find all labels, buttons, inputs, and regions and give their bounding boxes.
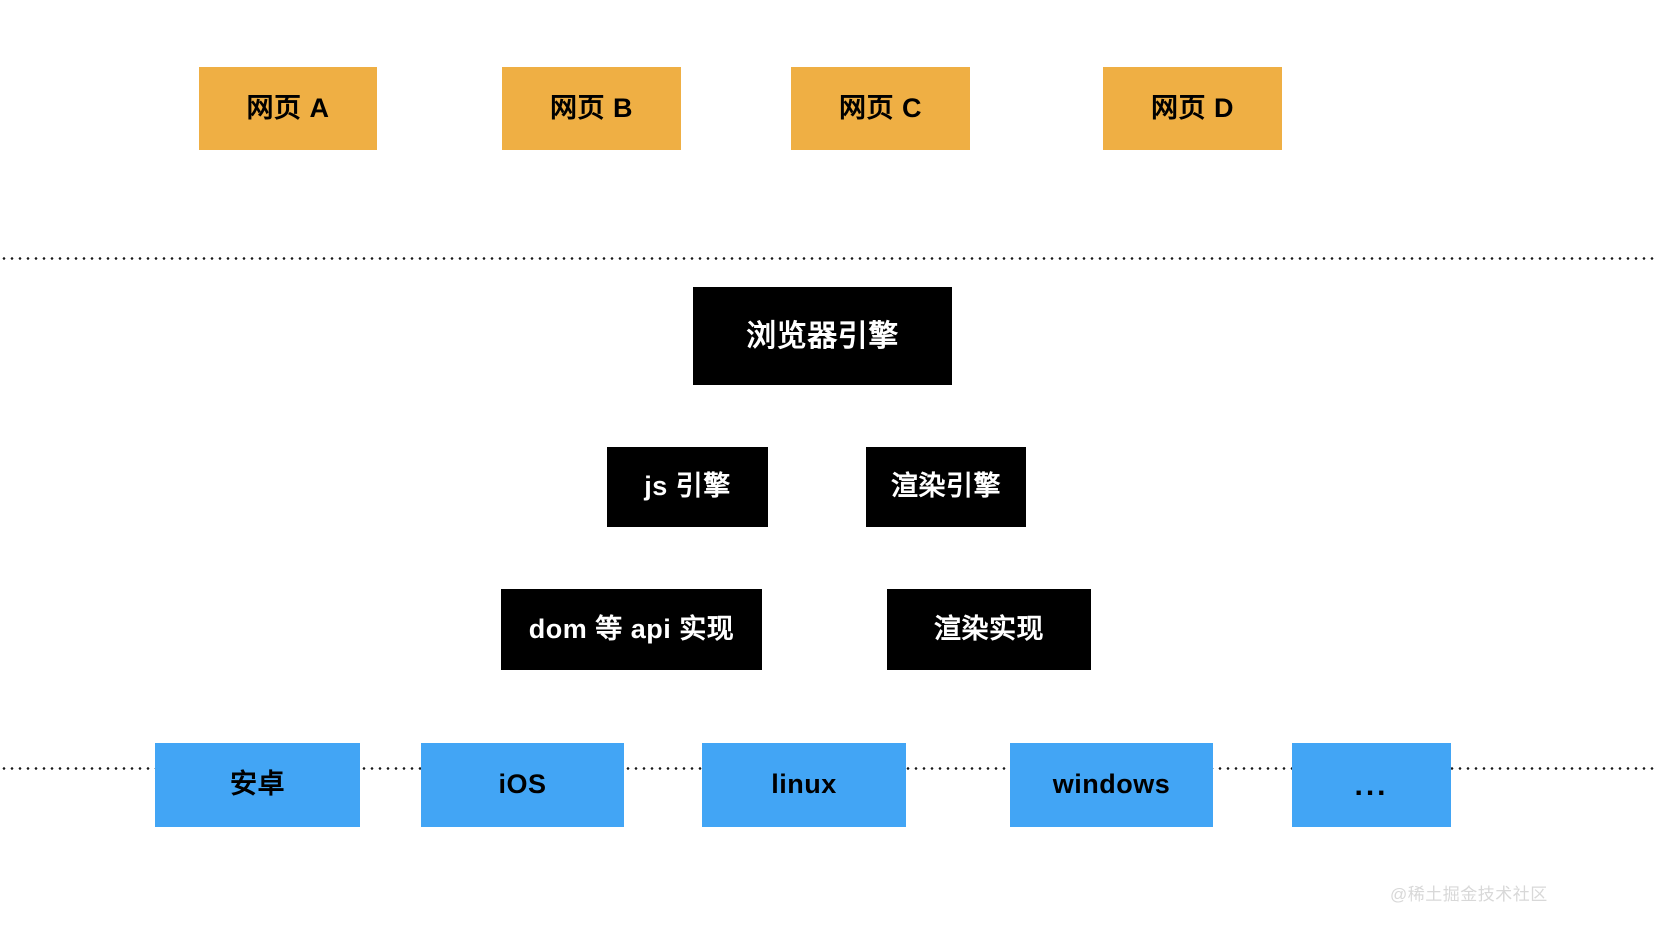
os-box-android: 安卓 [155,743,360,827]
os-box-linux: linux [702,743,906,827]
web-page-box-c: 网页 C [791,67,970,150]
os-box-more: ... [1292,743,1451,827]
dom-api-implementation-box: dom 等 api 实现 [501,589,762,670]
web-page-box-d: 网页 D [1103,67,1282,150]
render-implementation-box: 渲染实现 [887,589,1091,670]
os-box-windows: windows [1010,743,1213,827]
os-box-ios: iOS [421,743,624,827]
web-page-box-a: 网页 A [199,67,377,150]
web-page-box-b: 网页 B [502,67,681,150]
js-engine-box: js 引擎 [607,447,768,527]
divider-top [0,257,1656,260]
render-engine-box: 渲染引擎 [866,447,1026,527]
browser-engine-box: 浏览器引擎 [693,287,952,385]
watermark: @稀土掘金技术社区 [1390,885,1548,904]
